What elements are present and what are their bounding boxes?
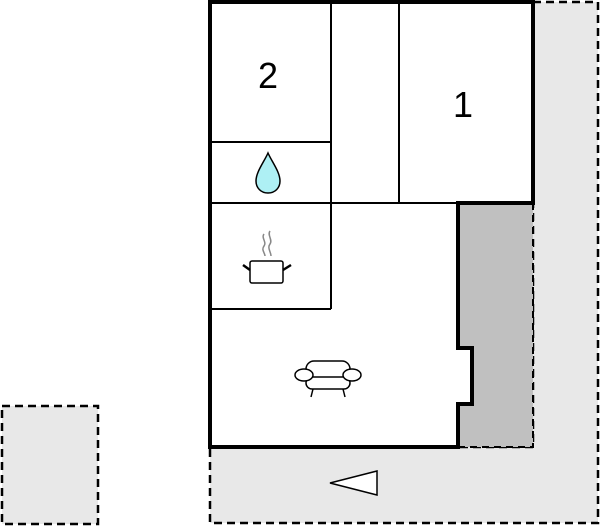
interior-walls bbox=[210, 2, 458, 310]
house-outline bbox=[208, 0, 535, 449]
separate-annex-area bbox=[0, 404, 100, 526]
left-arrow-icon bbox=[329, 470, 378, 496]
sofa-icon bbox=[294, 360, 362, 398]
water-drop-icon bbox=[255, 151, 281, 194]
covered-terrace-area bbox=[458, 203, 533, 447]
room-label-bedroom-1: 1 bbox=[453, 84, 473, 125]
room-label-bedroom-2: 2 bbox=[258, 55, 278, 96]
cooking-pot-icon bbox=[242, 230, 292, 284]
covered-terrace-dashed-edge bbox=[458, 203, 534, 448]
